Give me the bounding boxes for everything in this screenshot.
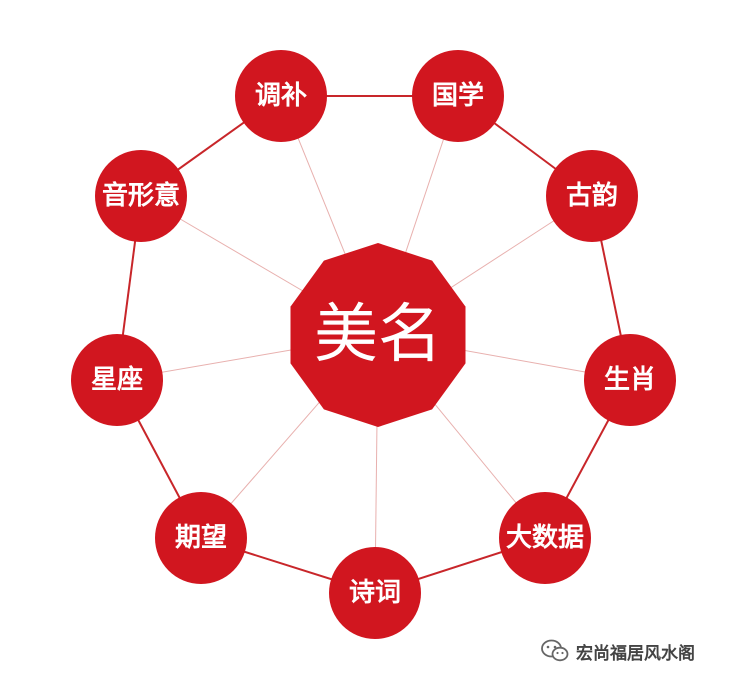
watermark: 宏尚福居风水阁 (540, 637, 695, 665)
node-xingzuo: 星座 (71, 334, 163, 426)
node-label-yinxingyi: 音形意 (102, 180, 180, 211)
center-decagon (290, 243, 466, 427)
node-circle-qiwang (155, 492, 247, 584)
node-label-qiwang: 期望 (175, 523, 227, 553)
node-shengxiao: 生肖 (584, 334, 676, 426)
node-label-tiaobu: 调补 (255, 81, 307, 111)
node-label-shici: 诗词 (349, 578, 401, 608)
node-yinxingyi: 音形意 (95, 150, 187, 242)
node-circle-yinxingyi (95, 150, 187, 242)
node-label-guyun: 古韵 (566, 180, 618, 211)
node-circle-guyun (546, 150, 638, 242)
watermark-text: 宏尚福居风水阁 (576, 643, 695, 664)
center-node: 美名 (290, 243, 466, 427)
node-label-dashuju: 大数据 (506, 523, 584, 553)
node-guoxue: 国学 (412, 50, 504, 142)
node-label-shengxiao: 生肖 (604, 365, 656, 395)
node-qiwang: 期望 (155, 492, 247, 584)
node-circle-dashuju (499, 492, 591, 584)
node-label-guoxue: 国学 (432, 80, 484, 111)
node-circle-xingzuo (71, 334, 163, 426)
node-circle-shici (329, 547, 421, 639)
wechat-icon (541, 639, 569, 662)
node-label-xingzuo: 星座 (91, 364, 143, 395)
node-guyun: 古韵 (546, 150, 638, 242)
node-circle-shengxiao (584, 334, 676, 426)
node-circle-tiaobu (235, 50, 327, 142)
node-dashuju: 大数据 (499, 492, 591, 584)
node-tiaobu: 调补 (235, 50, 327, 142)
center-label: 美名 (314, 298, 442, 372)
node-shici: 诗词 (329, 547, 421, 639)
node-circle-guoxue (412, 50, 504, 142)
